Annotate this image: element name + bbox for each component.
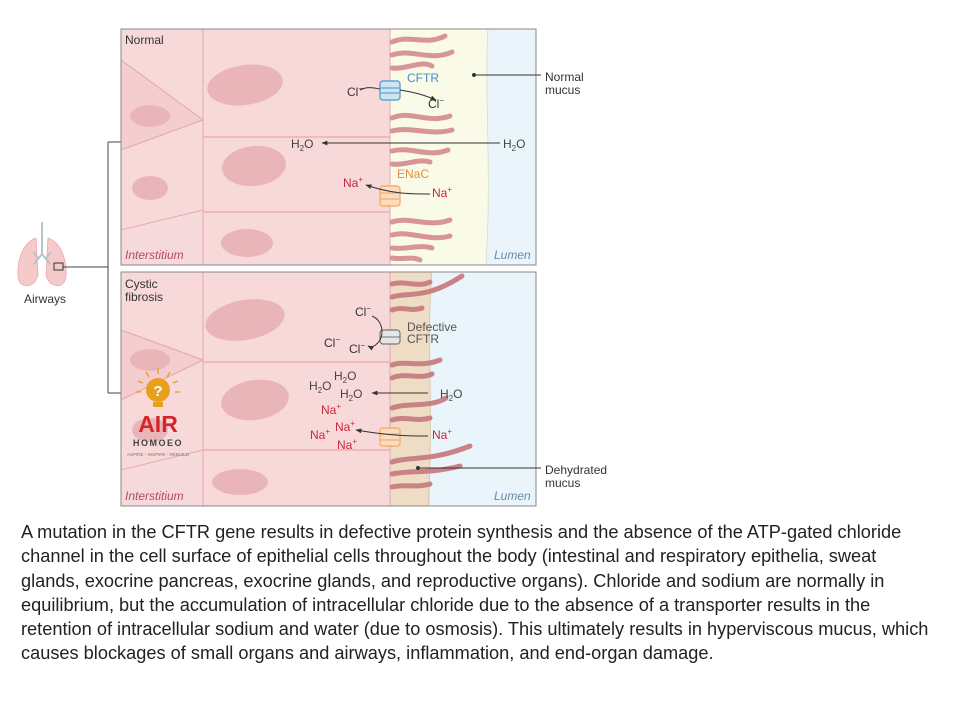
cf-water-b: H2O xyxy=(309,379,331,395)
cftr-diagram: Airways xyxy=(17,28,607,507)
enac-channel xyxy=(379,185,401,207)
lungs-illustration xyxy=(17,222,67,287)
figure-caption: A mutation in the CFTR gene results in d… xyxy=(21,522,929,664)
cf-title-2: fibrosis xyxy=(125,290,163,304)
defective-cftr-label-1: Defective xyxy=(407,320,457,334)
cf-chloride-left: Cl− xyxy=(324,335,340,350)
cf-sodium-3: Na+ xyxy=(310,427,330,442)
normal-lumen-label: Lumen xyxy=(494,248,531,262)
nucleus xyxy=(221,229,273,257)
cf-water-a: H2O xyxy=(334,369,356,385)
cf-sodium-4: Na+ xyxy=(337,437,357,452)
nucleus xyxy=(132,176,168,200)
normal-cilia xyxy=(389,33,455,263)
sodium-cell-label: Na+ xyxy=(343,175,363,190)
air-homoeo-logo: ? AIR HOMOEO ASPIRE - INSPIRE - REBUILD xyxy=(127,368,190,457)
defective-cftr-channel xyxy=(379,329,401,345)
cftr-label: CFTR xyxy=(407,71,439,85)
logo-name: AIR xyxy=(138,411,178,437)
sodium-lumen-label: Na+ xyxy=(432,185,452,200)
dehydrated-mucus-label-1: Dehydrated xyxy=(545,463,607,477)
cf-lumen-label: Lumen xyxy=(494,489,531,503)
defective-cftr-label-2: CFTR xyxy=(407,332,439,346)
nucleus xyxy=(222,145,286,187)
cl-arrow-out xyxy=(399,89,437,101)
nucleus xyxy=(207,64,283,106)
cl-arrow-in xyxy=(359,87,381,91)
normal-mucus-label-1: Normal xyxy=(545,70,584,84)
cf-title-1: Cystic xyxy=(125,277,158,291)
left-lung xyxy=(17,237,39,287)
dehydrated-mucus-label-2: mucus xyxy=(545,476,580,490)
svg-text:?: ? xyxy=(153,383,162,400)
normal-interstitium-label: Interstitium xyxy=(125,248,184,262)
normal-mucus-layer xyxy=(390,29,489,265)
nucleus xyxy=(130,105,170,127)
logo-sub: HOMOEO xyxy=(133,438,183,448)
cf-sodium-1: Na+ xyxy=(321,402,341,417)
logo-tagline: ASPIRE - INSPIRE - REBUILD xyxy=(127,452,190,457)
airways-bracket xyxy=(63,141,121,394)
airways-label: Airways xyxy=(24,292,66,306)
cftr-channel xyxy=(379,80,401,101)
cf-panel xyxy=(121,272,536,506)
cf-interstitium-label: Interstitium xyxy=(125,489,184,503)
trachea xyxy=(32,222,52,265)
cf-enac-channel xyxy=(379,427,401,447)
normal-lumen-bg xyxy=(485,29,536,265)
water-lumen-label: H2O xyxy=(503,137,525,153)
normal-mucus-label-2: mucus xyxy=(545,83,580,97)
water-cell-label: H2O xyxy=(291,137,313,153)
cf-water-lumen: H2O xyxy=(440,387,462,403)
na-arrow-in xyxy=(365,184,431,195)
chloride-label: Cl− xyxy=(347,84,363,99)
cf-chloride-top: Cl− xyxy=(355,304,371,319)
cf-chloride-mid: Cl− xyxy=(349,341,365,356)
dehydrated-mucus-layer xyxy=(390,272,432,506)
enac-label: ENaC xyxy=(397,167,429,181)
chloride-lumen-label: Cl− xyxy=(428,96,444,111)
normal-panel xyxy=(121,29,536,265)
right-lung xyxy=(45,237,67,287)
cf-sodium-2: Na+ xyxy=(335,419,355,434)
normal-title: Normal xyxy=(125,33,164,47)
cf-sodium-lumen: Na+ xyxy=(432,427,452,442)
cf-water-c: H2O xyxy=(340,387,362,403)
